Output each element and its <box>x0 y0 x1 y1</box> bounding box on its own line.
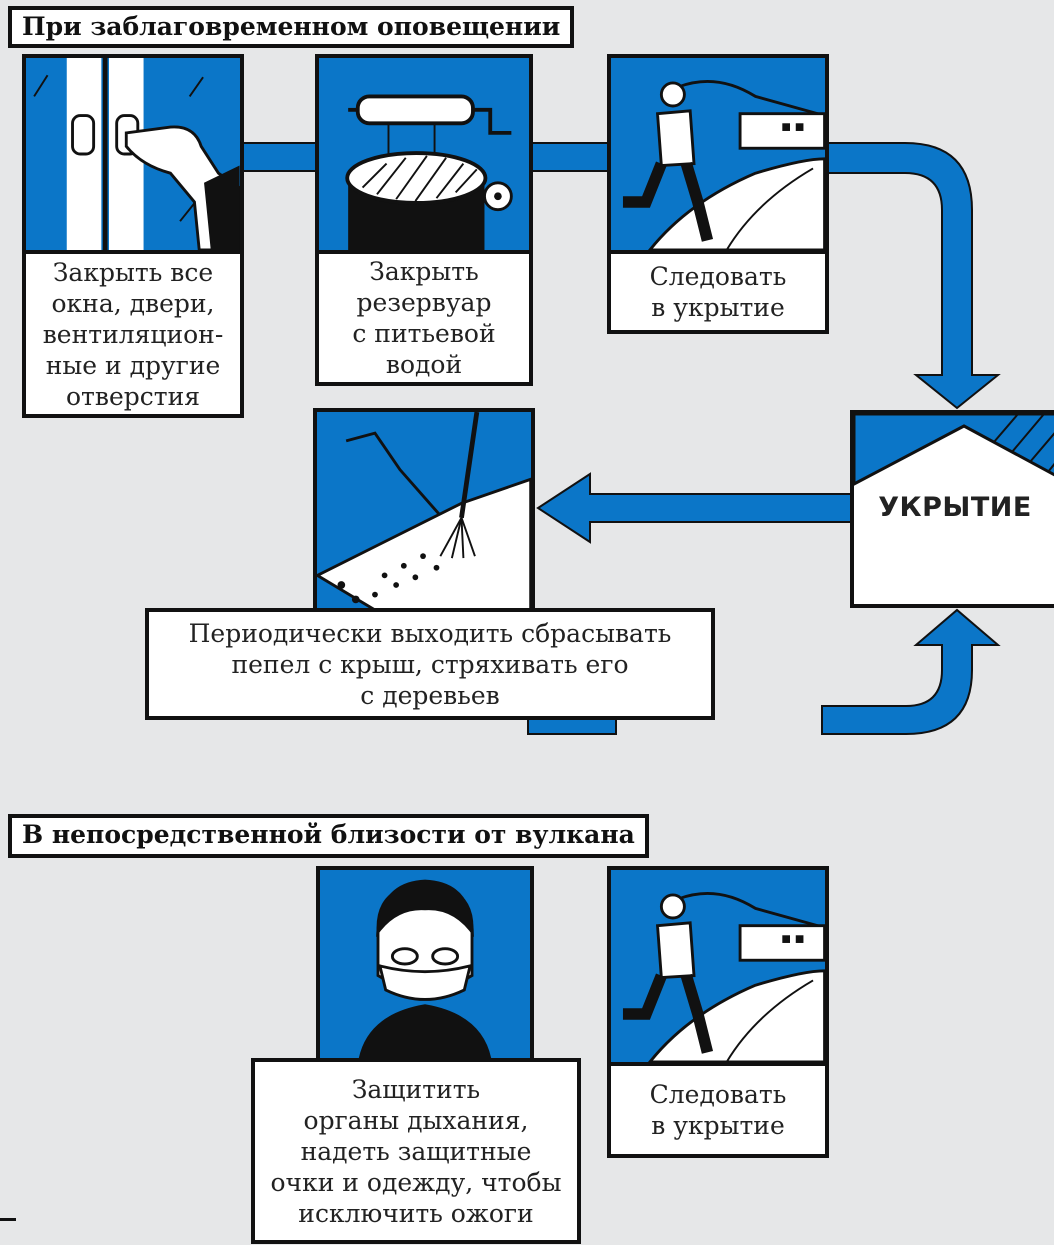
section-header-advance-warning: При заблаговременном оповещении <box>8 6 575 48</box>
corner-mark <box>0 1218 16 1221</box>
section-header-near-volcano: В непосредственной близости от вулкана <box>8 814 649 858</box>
arrow-to-shelter-top <box>819 142 1001 410</box>
step-go-shelter-2: Следовать в укрытие <box>607 1062 829 1158</box>
running-person-icon-2 <box>607 866 829 1066</box>
shelter-label: УКРЫТИЕ <box>878 492 1032 523</box>
step-close-windows: Закрыть все окна, двери, вентиляцион- ны… <box>22 250 244 418</box>
water-tank-icon <box>315 54 533 254</box>
person-mask-icon <box>316 866 534 1062</box>
arrow-to-shelter-bottom <box>821 608 1001 735</box>
step-go-shelter-1: Следовать в укрытие <box>607 250 829 334</box>
arrow-from-shelter-left <box>536 472 853 544</box>
shelter-house-icon: УКРЫТИЕ <box>850 410 1054 608</box>
step-clear-ash: Периодически выходить сбрасывать пепел с… <box>145 608 715 720</box>
step-close-reservoir: Закрыть резервуар с питьевой водой <box>315 250 533 386</box>
step-protect-breathing: Защитить органы дыхания, надеть защитные… <box>251 1058 581 1244</box>
connector-1-2 <box>235 142 325 172</box>
connector-2-3 <box>527 142 617 172</box>
ash-roof-sweep-icon <box>313 408 535 614</box>
running-person-icon <box>607 54 829 254</box>
window-handle-icon <box>22 54 244 254</box>
